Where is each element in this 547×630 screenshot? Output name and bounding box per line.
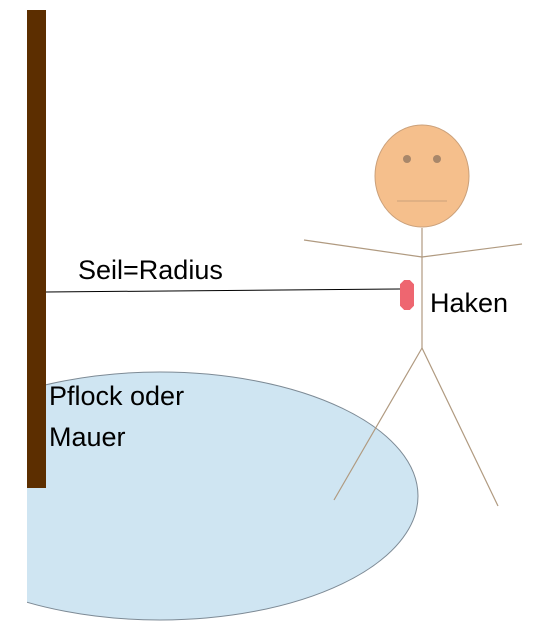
face-icon	[374, 124, 470, 228]
rope-label: Seil=Radius	[78, 255, 223, 285]
post-wall	[27, 10, 46, 488]
left-eye	[403, 155, 411, 163]
figure-leg-left	[333, 347, 423, 501]
right-eye	[433, 155, 441, 163]
figure-arm-left	[303, 239, 423, 258]
hook-icon	[400, 280, 414, 310]
post-label-line2: Mauer	[49, 422, 126, 452]
circle-area	[27, 371, 419, 621]
stick-figure	[303, 228, 523, 507]
figure-arm-right	[421, 243, 523, 258]
hook-label: Haken	[430, 288, 508, 318]
post-label-line1: Pflock oder	[49, 381, 184, 411]
figure-leg-right	[421, 347, 499, 507]
rope-line	[45, 288, 401, 293]
head-circle	[374, 124, 470, 228]
